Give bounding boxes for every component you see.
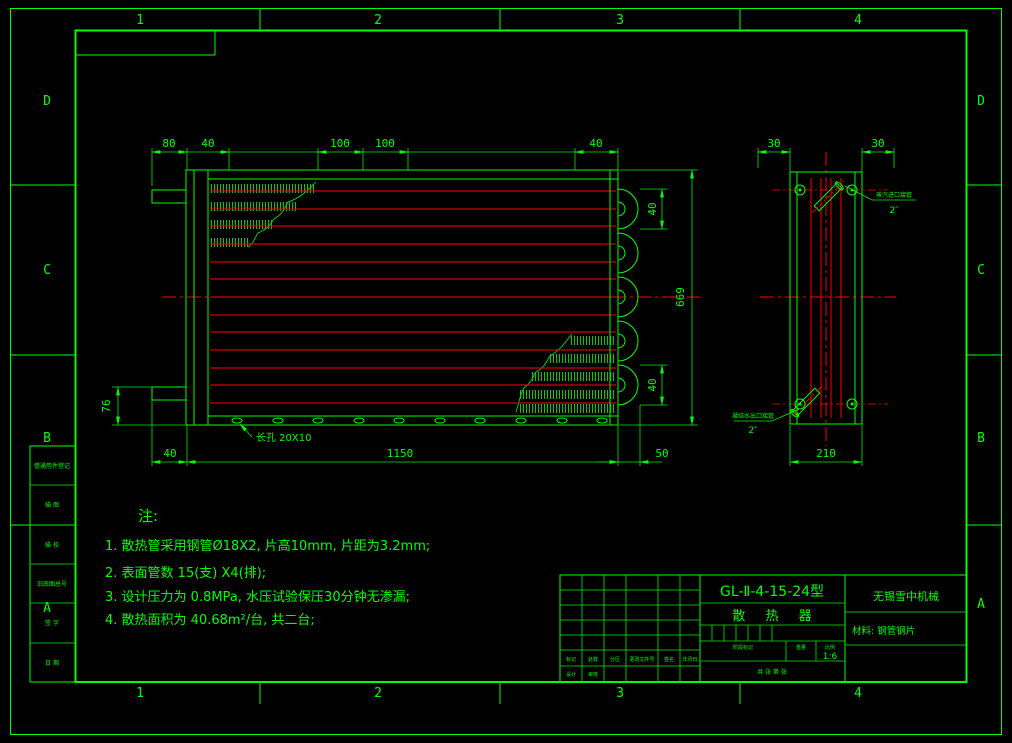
product-model: GL-Ⅱ-4-15-24型 — [720, 584, 824, 600]
margin-block-label: 描 校 — [45, 541, 59, 549]
dim-40-pitch: 40 — [646, 378, 659, 391]
dim-100: 100 — [330, 137, 350, 150]
outlet-size: 2″ — [748, 426, 758, 436]
side-view-dimensions: 30 30 210 — [757, 137, 895, 466]
product-name: 散 热 器 — [732, 609, 819, 624]
dim-50: 50 — [655, 447, 668, 460]
inlet-nozzle — [812, 179, 846, 213]
zone-row-label: C — [43, 263, 51, 278]
dim-1150: 1150 — [387, 447, 414, 460]
zone-col-label: 1 — [136, 686, 144, 701]
zone-col-label: 1 — [136, 13, 144, 28]
corner-holes — [794, 184, 858, 410]
dim-40: 40 — [201, 137, 214, 150]
rev-header: 标记 — [566, 656, 576, 663]
margin-block-label: 签 字 — [45, 619, 59, 627]
tube-lines — [210, 190, 616, 404]
core-outline — [207, 169, 619, 426]
zone-col-label: 4 — [854, 686, 862, 701]
dim-80: 80 — [162, 137, 175, 150]
stage-label: 阶段标记 — [733, 644, 753, 651]
dim-76: 76 — [100, 399, 113, 412]
outlet-nozzle — [788, 386, 822, 420]
zone-row-label: B — [977, 431, 985, 446]
slot-callout: 长孔 20X10 — [256, 432, 311, 444]
zone-row-label: D — [977, 94, 985, 109]
scale-value: 1:6 — [823, 652, 838, 662]
side-view: 蒸汽进口接管 2″ 凝结水出口接管 2″ — [732, 152, 916, 446]
zone-col-label: 4 — [854, 13, 862, 28]
margin-block-label: 旧底图总号 — [37, 580, 67, 588]
sheet-info: 共 张 第 张 — [757, 668, 787, 676]
note-item: 2. 表面管数 15(支) X4(排); — [105, 566, 266, 581]
front-view — [151, 169, 700, 426]
dim-40: 40 — [589, 137, 602, 150]
zone-col-label: 3 — [616, 686, 624, 701]
margin-block-label: 日 期 — [45, 659, 59, 667]
note-item: 1. 散热管采用钢管Ø18X2, 片高10mm, 片距为3.2mm; — [105, 538, 430, 554]
return-bends — [617, 188, 639, 406]
notes: 注: 1. 散热管采用钢管Ø18X2, 片高10mm, 片距为3.2mm; 2.… — [105, 507, 430, 628]
rev-header: 分区 — [610, 656, 620, 663]
dim-210: 210 — [816, 447, 836, 460]
title-block: 标记 处数 分区 更改文件号 签名 年月日 设计 审核 GL-Ⅱ-4-15-24… — [559, 574, 968, 683]
mount-tab-bottom — [151, 386, 187, 401]
notes-title: 注: — [138, 507, 158, 525]
front-view-dimensions: 80 40 100 100 40 669 40 40 76 40 — [100, 137, 698, 466]
zone-row-label: C — [977, 263, 985, 278]
dim-30: 30 — [767, 137, 780, 150]
zone-row-label: A — [977, 597, 985, 612]
dim-669: 669 — [674, 287, 687, 307]
dim-30: 30 — [871, 137, 884, 150]
zone-col-label: 3 — [616, 13, 624, 28]
fin-hatch-bottom — [515, 333, 616, 413]
zone-row-label: B — [43, 431, 51, 446]
margin-block-label: 借通用件登记 — [34, 462, 70, 470]
mount-tab-top — [151, 189, 187, 204]
zone-row-label: D — [43, 94, 51, 109]
inlet-callout: 蒸汽进口接管 — [876, 191, 912, 199]
note-item: 4. 散热面积为 40.68m²/台, 共二台; — [105, 613, 315, 628]
sign-label: 审核 — [588, 671, 598, 678]
zone-col-label: 2 — [374, 686, 382, 701]
scale-label: 比例 — [825, 644, 835, 651]
sign-label: 设计 — [566, 671, 576, 678]
company-name: 无锡雪中机械 — [873, 589, 939, 603]
rev-header: 签名 — [664, 656, 674, 663]
fin-hatch-top — [210, 181, 317, 248]
rev-header: 处数 — [588, 656, 598, 663]
material-spec: 材料: 钢管钢片 — [852, 625, 915, 637]
weight-label: 重量 — [796, 644, 806, 651]
side-tube-lines — [810, 178, 842, 418]
side-outline — [789, 171, 863, 425]
zone-labels: 1 2 3 4 1 2 3 4 D C B A D C B A — [43, 13, 985, 701]
flange-slots — [231, 417, 608, 424]
dim-40-pitch: 40 — [646, 202, 659, 215]
rev-header: 年月日 — [682, 656, 697, 663]
zone-col-label: 2 — [374, 13, 382, 28]
note-item: 3. 设计压力为 0.8MPa, 水压试验保压30分钟无渗漏; — [105, 589, 410, 605]
inlet-size: 2″ — [889, 206, 899, 216]
zone-row-label: A — [43, 601, 51, 616]
margin-blocks: 借通用件登记 描 图 描 校 旧底图总号 签 字 日 期 — [29, 445, 76, 683]
dim-100: 100 — [375, 137, 395, 150]
outlet-callout: 凝结水出口接管 — [732, 412, 774, 420]
dim-40-bottom: 40 — [163, 447, 176, 460]
rev-header: 更改文件号 — [629, 656, 654, 663]
margin-block-label: 描 图 — [45, 501, 59, 509]
